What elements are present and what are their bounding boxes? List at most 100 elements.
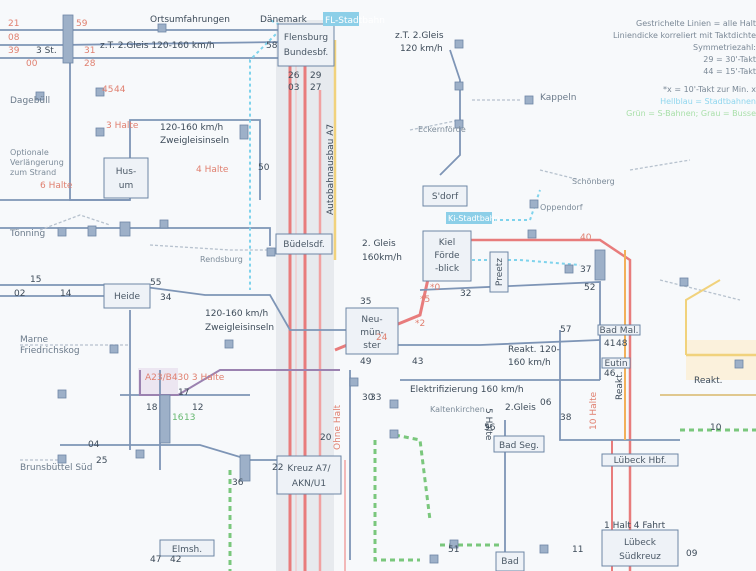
- hub-luebeck-suedkreuz: Lübeck Südkreuz: [601, 529, 679, 567]
- num: 29: [310, 71, 322, 81]
- hub-neumuenster: Neu- mün- ster: [345, 307, 399, 355]
- station-node: [119, 221, 131, 237]
- hub-label: Büdelsdf.: [283, 240, 324, 250]
- hub-preetz: Preetz: [489, 251, 509, 293]
- hub-label: -blick: [435, 264, 460, 274]
- label-2gleis-top: z.T. 2.Gleis: [395, 31, 444, 41]
- a23-band: [138, 368, 178, 396]
- hub-label: Hus-: [116, 167, 136, 177]
- station-itzehoe: [159, 394, 171, 444]
- legend-line: 29 = 30'-Takt: [703, 55, 756, 64]
- label-6halte: 6 Halte: [40, 181, 73, 191]
- hub-bad-malente: Bad Mal.: [597, 324, 641, 336]
- num: 48: [616, 339, 628, 349]
- hub-sdorf: S'dorf: [422, 185, 468, 207]
- label-verlaengerung: Verlängerung: [10, 158, 64, 167]
- label-5halte: 5 Halte: [483, 408, 493, 441]
- label-zweiginseln: Zweigleisinseln: [160, 136, 229, 146]
- hub-label: um: [119, 181, 133, 191]
- station-node: [239, 124, 249, 140]
- num: 15: [30, 275, 41, 285]
- num: 22: [272, 463, 283, 473]
- hub-kiel: Kiel Förde -blick: [422, 230, 472, 282]
- num: *2: [415, 319, 425, 329]
- num: 40: [580, 233, 592, 243]
- num: 46: [604, 369, 616, 379]
- num: 50: [258, 163, 270, 173]
- hub-label: Bad Mal.: [600, 326, 639, 336]
- hub-label: Preetz: [495, 258, 505, 286]
- station-dagebuell: [35, 91, 45, 101]
- num: 06: [540, 398, 552, 408]
- station-node: [529, 199, 539, 209]
- label-3halte: 3 Halte: [106, 121, 139, 131]
- label-friedrichskog: Friedrichskog: [20, 346, 80, 356]
- station-glueckstadt: [135, 449, 145, 459]
- label-kaltenkirchen: Kaltenkirchen: [430, 405, 485, 414]
- kistadtbahn-badge: [446, 212, 492, 224]
- num: 45: [102, 85, 113, 95]
- num: 13: [184, 413, 195, 423]
- station-node: [157, 23, 167, 33]
- num: 42: [170, 555, 181, 565]
- label-brunsbuettel: Brunsbüttel Süd: [20, 463, 92, 473]
- hub-husum: Hus- um: [103, 157, 149, 199]
- hub-label: Bad: [501, 557, 518, 567]
- frequency-numbers: 21 59 08 39 3 St. 31 00 28 45 44 26 03 2…: [8, 19, 722, 565]
- station-node: [449, 539, 459, 549]
- label-120kmh: 120 km/h: [400, 44, 443, 54]
- hub-elmshorn: Elmsh.: [159, 539, 215, 557]
- label-dagebuell: Dagebüll: [10, 96, 50, 106]
- num: 28: [84, 59, 96, 69]
- route-labels: Ortsumfahrungen Dänemark FL-Stadtbahn z.…: [9, 12, 723, 531]
- num: 09: [686, 549, 698, 559]
- hub-label: Elmsh.: [172, 545, 202, 555]
- station-node: [239, 454, 251, 482]
- num: 33: [370, 393, 381, 403]
- num: 30: [362, 393, 374, 403]
- station-node: [454, 81, 464, 91]
- label-rendsburg: Rendsburg: [200, 255, 243, 264]
- station-node: [389, 399, 399, 409]
- hub-bad-oldesloe: Bad: [495, 551, 525, 571]
- label-reakt-2: 160 km/h: [508, 358, 551, 368]
- num: 10: [710, 423, 722, 433]
- hub-label: Eutin: [604, 359, 627, 369]
- num: 04: [88, 440, 100, 450]
- hub-label: Förde: [434, 251, 460, 261]
- legend-line: Grün = S-Bahnen; Grau = Busse: [626, 109, 756, 118]
- num: 20: [320, 433, 332, 443]
- label-1halt-4fahrt: 1 Halt 4 Fahrt: [604, 521, 666, 531]
- legend-line: Hellblau = Stadtbahnen: [660, 97, 756, 106]
- bus-lines: [20, 99, 741, 461]
- num: 56: [484, 423, 496, 433]
- num: 31: [84, 46, 95, 56]
- num: 41: [604, 339, 615, 349]
- num: 21: [8, 19, 19, 29]
- station-toenning: [57, 227, 67, 237]
- station-node: [454, 119, 464, 129]
- legend-line: Gestrichelte Linien = alle Halt: [636, 19, 756, 28]
- hub-label: Südkreuz: [619, 552, 661, 562]
- flstadtbahn-badge: [323, 12, 359, 26]
- label-2gleis-b: 2.Gleis: [505, 403, 536, 413]
- num: 59: [76, 19, 88, 29]
- station-node: [57, 454, 67, 464]
- num: 55: [150, 278, 161, 288]
- num: 03: [288, 83, 299, 93]
- hub-label: Bad Seg.: [499, 441, 539, 451]
- num: 27: [310, 83, 321, 93]
- label-2gleis-speed: z.T. 2.Gleis 120-160 km/h: [100, 41, 215, 51]
- station-node: [454, 39, 464, 49]
- num: *0: [430, 283, 441, 293]
- legend-line: *x = 10'-Takt zur Min. x: [663, 85, 756, 94]
- label-ortsumfahrungen: Ortsumfahrungen: [150, 15, 230, 25]
- hub-heide: Heide: [103, 283, 151, 309]
- station-node: [109, 344, 119, 354]
- label-kappeln: Kappeln: [540, 93, 576, 103]
- legend-line: Liniendicke korreliert mit Taktdichte: [613, 31, 756, 40]
- num: 49: [360, 357, 372, 367]
- num: 43: [412, 357, 423, 367]
- station-node: [349, 377, 359, 387]
- num: 34: [160, 293, 172, 303]
